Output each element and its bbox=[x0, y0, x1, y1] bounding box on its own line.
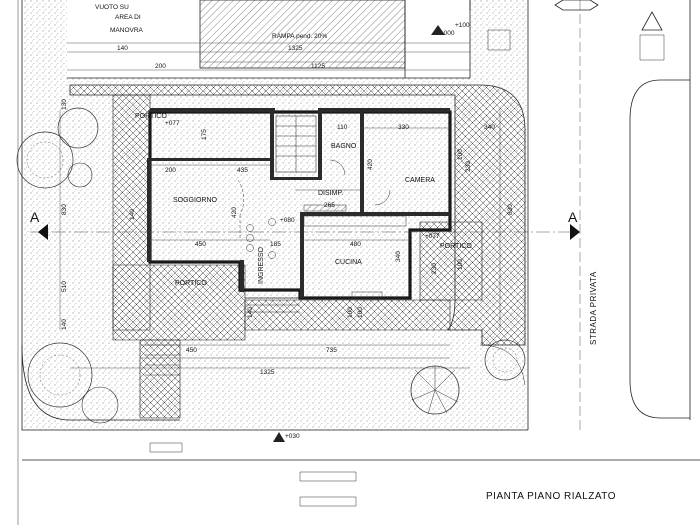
dim-420-l: 420 bbox=[231, 207, 238, 218]
level-top-right: +100 bbox=[455, 22, 470, 29]
dim-1325-top: 1325 bbox=[288, 45, 303, 52]
dim-140-r: 140 bbox=[247, 307, 254, 318]
dim-140-top: 140 bbox=[117, 45, 128, 52]
dim-450-in: 450 bbox=[195, 241, 206, 248]
street-label: STRADA PRIVATA bbox=[589, 271, 598, 345]
section-mark-right: A bbox=[568, 209, 578, 225]
dim-340: 340 bbox=[484, 124, 495, 131]
room-soggiorno: SOGGIORNO bbox=[173, 197, 218, 204]
dim-100-d: 100 bbox=[357, 307, 364, 318]
void-note-line-2: AREA DI bbox=[115, 14, 141, 21]
level-entry: +080 bbox=[280, 217, 295, 224]
dim-1325-bot: 1325 bbox=[260, 369, 275, 376]
dim-340-k: 340 bbox=[395, 251, 402, 262]
section-line bbox=[30, 224, 580, 240]
tree-top-left bbox=[16, 107, 99, 189]
dim-450-bot: 450 bbox=[186, 347, 197, 354]
void-note-line-3: MANOVRA bbox=[110, 27, 144, 34]
tree-bottom-left bbox=[27, 342, 119, 424]
dim-100-c: 100 bbox=[347, 307, 354, 318]
section-mark-left: A bbox=[30, 209, 40, 225]
ramp-label: RAMPA pend. 20% bbox=[272, 33, 327, 40]
dim-230: 230 bbox=[465, 161, 472, 172]
room-portico-left: PORTICO bbox=[175, 280, 207, 287]
room-bagno: BAGNO bbox=[331, 143, 357, 150]
dim-435: 435 bbox=[237, 167, 248, 174]
dim-735: 735 bbox=[326, 347, 337, 354]
dim-265: 265 bbox=[324, 202, 335, 209]
palm-bottom-right bbox=[410, 365, 460, 415]
dim-140-l: 140 bbox=[129, 209, 136, 220]
kitchen-fixtures bbox=[303, 204, 407, 299]
dim-140-side: 140 bbox=[61, 319, 68, 330]
road-boundaries bbox=[17, 0, 700, 525]
dim-420-r: 420 bbox=[367, 159, 374, 170]
dim-1125: 1125 bbox=[311, 63, 325, 70]
dim-830-r: 830 bbox=[507, 204, 514, 215]
fixture-circles bbox=[246, 218, 276, 259]
dim-480: 480 bbox=[350, 241, 361, 248]
dim-185: 185 bbox=[270, 241, 281, 248]
door-swings bbox=[237, 159, 391, 240]
void-note-line-1: VUOTO SU bbox=[95, 4, 129, 11]
dim-200-in: 200 bbox=[165, 167, 176, 174]
dim-200: 200 bbox=[155, 63, 166, 70]
dim-100-a: 100 bbox=[457, 149, 464, 160]
dim-100-b: 100 bbox=[457, 259, 464, 270]
access-arrows bbox=[149, 0, 665, 507]
dim-510: 510 bbox=[61, 281, 68, 292]
dim-230-r: 230 bbox=[431, 263, 438, 274]
dim-175: 175 bbox=[201, 129, 208, 140]
dim-330: 330 bbox=[398, 124, 409, 131]
dim-830-l: 830 bbox=[61, 204, 68, 215]
room-portico-top: PORTICO bbox=[135, 113, 167, 120]
staircase bbox=[275, 115, 317, 173]
inner-dimension-lines bbox=[59, 110, 501, 369]
ramp-area bbox=[67, 0, 471, 79]
void-note: VUOTO SU AREA DI MANOVRA bbox=[95, 4, 144, 34]
dim-1000: 1000 bbox=[440, 30, 455, 37]
shrub-right bbox=[484, 339, 526, 381]
room-portico-right: PORTICO bbox=[440, 243, 472, 250]
room-cucina: CUCINA bbox=[335, 259, 362, 266]
sidewalk-ring bbox=[69, 84, 526, 419]
room-disimp: DISIMP. bbox=[318, 190, 343, 197]
room-ingresso: INGRESSO bbox=[258, 246, 265, 284]
level-ground: +030 bbox=[285, 433, 300, 440]
drawing-title: PIANTA PIANO RIALZATO bbox=[486, 491, 616, 502]
level-porch: +077 bbox=[165, 120, 180, 127]
dim-110: 110 bbox=[337, 124, 348, 131]
top-dimension-chains bbox=[67, 42, 470, 71]
room-camera: CAMERA bbox=[405, 177, 435, 184]
level-porch-right: +077 bbox=[425, 233, 440, 240]
dim-130: 130 bbox=[61, 99, 68, 110]
